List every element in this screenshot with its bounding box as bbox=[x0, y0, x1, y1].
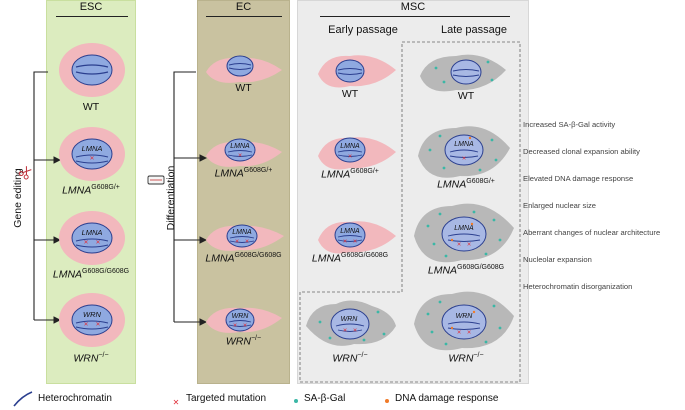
msc-late-label-lmna-hom: LMNAG608G/G608G bbox=[427, 264, 505, 277]
svg-text:LMNA: LMNA bbox=[340, 228, 360, 235]
msc-early-cell-lmna-het: LMNA ✕ bbox=[318, 137, 396, 170]
msc-late-cell-wrn: WRN ✕ ✕ bbox=[414, 291, 514, 351]
ec-header-rule bbox=[206, 16, 282, 17]
svg-text:✕: ✕ bbox=[83, 322, 88, 328]
effect-item: Decreased clonal expansion ability bbox=[523, 147, 640, 156]
svg-text:✕: ✕ bbox=[95, 240, 100, 246]
ec-label-lmna-het: LMNAG608G/+ bbox=[214, 167, 273, 180]
differentiation-arrows bbox=[173, 71, 208, 326]
effect-item: Aberrant changes of nuclear architecture bbox=[523, 228, 661, 237]
svg-text:✕: ✕ bbox=[462, 156, 467, 162]
svg-text:✕: ✕ bbox=[238, 153, 243, 159]
esc-header-rule bbox=[56, 16, 128, 17]
esc-label-wrn: WRN−/− bbox=[73, 352, 109, 365]
svg-text:✕: ✕ bbox=[353, 239, 358, 245]
msc-late-label-lmna-het: LMNAG608G/+ bbox=[437, 178, 495, 191]
msc-header: MSC bbox=[400, 1, 426, 13]
esc-cell-wt bbox=[59, 43, 125, 97]
ec-cell-lmna-hom: LMNA ✕ ✕ bbox=[206, 224, 284, 251]
svg-text:✕: ✕ bbox=[243, 323, 248, 329]
svg-text:✕: ✕ bbox=[343, 239, 348, 245]
svg-text:✕: ✕ bbox=[348, 154, 353, 160]
msc-late-cell-lmna-hom: LMNA ✕ ✕ bbox=[414, 203, 514, 263]
effect-item: Elevated DNA damage response bbox=[523, 174, 634, 183]
cross-legend-icon: ✕ bbox=[173, 398, 180, 407]
effect-item: Heterochromatin disorganization bbox=[523, 282, 633, 291]
late-passage-region bbox=[299, 41, 521, 383]
esc-cell-lmna-hom: LMNA ✕ ✕ bbox=[59, 211, 125, 265]
msc-late-cell-lmna-het: LMNA ✕ bbox=[418, 126, 510, 178]
ec-cell-wrn: WRN ✕ ✕ bbox=[206, 307, 282, 333]
svg-text:✕: ✕ bbox=[89, 156, 94, 162]
effect-item: Nucleolar expansion bbox=[523, 255, 592, 264]
svg-text:LMNA: LMNA bbox=[454, 225, 474, 232]
msc-header-rule bbox=[320, 16, 510, 17]
legend-sa-beta-gal: SA-β-Gal bbox=[304, 393, 346, 404]
svg-text:LMNA: LMNA bbox=[82, 144, 103, 153]
msc-early-cell-wrn: WRN ✕ ✕ bbox=[306, 300, 396, 346]
svg-text:✕: ✕ bbox=[83, 240, 88, 246]
msc-early-label-lmna-het: LMNAG608G/+ bbox=[321, 168, 379, 181]
ec-label-wt: WT bbox=[235, 82, 252, 94]
svg-text:✕: ✕ bbox=[235, 239, 240, 245]
msc-early-label-wt: WT bbox=[341, 88, 359, 100]
svg-text:✕: ✕ bbox=[233, 323, 238, 329]
svg-text:LMNA: LMNA bbox=[230, 143, 250, 150]
svg-text:✕: ✕ bbox=[467, 242, 472, 248]
late-passage-header: Late passage bbox=[440, 24, 508, 36]
svg-text:WRN: WRN bbox=[83, 310, 101, 319]
effect-item: Enlarged nuclear size bbox=[523, 201, 597, 210]
esc-cell-lmna-het: LMNA ✕ bbox=[59, 127, 125, 181]
svg-text:LMNA: LMNA bbox=[340, 143, 360, 150]
effect-item: Increased SA-β-Gal activity bbox=[523, 120, 616, 129]
legend-heterochromatin: Heterochromatin bbox=[38, 393, 112, 404]
esc-label-lmna-het: LMNAG608G/+ bbox=[62, 184, 120, 197]
svg-text:WRN: WRN bbox=[456, 313, 474, 320]
ec-label-lmna-hom: LMNAG608G/G608G bbox=[205, 252, 282, 265]
svg-text:✕: ✕ bbox=[457, 330, 462, 336]
ec-header: EC bbox=[235, 1, 252, 13]
svg-text:✕: ✕ bbox=[343, 328, 348, 334]
damage-legend-icon bbox=[385, 399, 389, 403]
svg-text:✕: ✕ bbox=[95, 322, 100, 328]
dot-legend-icon bbox=[294, 399, 298, 403]
svg-text:✕: ✕ bbox=[245, 239, 250, 245]
legend-dna-damage: DNA damage response bbox=[395, 393, 499, 404]
msc-late-label-wrn: WRN−/− bbox=[448, 352, 484, 365]
msc-late-cell-wt bbox=[420, 54, 506, 92]
culture-dish-icon bbox=[147, 175, 165, 185]
svg-text:WRN: WRN bbox=[341, 316, 359, 323]
esc-label-lmna-hom: LMNAG608G/G608G bbox=[52, 268, 130, 281]
svg-text:✕: ✕ bbox=[457, 242, 462, 248]
esc-label-wt: WT bbox=[82, 101, 100, 113]
msc-early-label-wrn: WRN−/− bbox=[332, 352, 368, 365]
early-passage-header: Early passage bbox=[328, 24, 398, 36]
legend-targeted-mutation: Targeted mutation bbox=[186, 393, 267, 404]
svg-text:LMNA: LMNA bbox=[232, 229, 252, 236]
heterochromatin-legend-icon bbox=[13, 391, 33, 407]
ec-cell-wt bbox=[206, 55, 282, 83]
svg-text:LMNA: LMNA bbox=[82, 228, 103, 237]
esc-cell-wrn: WRN ✕ ✕ bbox=[59, 293, 125, 347]
scissors-icon bbox=[18, 166, 32, 180]
msc-early-cell-wt bbox=[318, 55, 396, 88]
svg-text:WRN: WRN bbox=[232, 313, 250, 320]
ec-label-wrn: WRN−/− bbox=[225, 335, 262, 348]
gene-editing-arrows bbox=[33, 71, 62, 324]
msc-late-label-wt: WT bbox=[457, 90, 475, 102]
svg-text:✕: ✕ bbox=[353, 328, 358, 334]
esc-header: ESC bbox=[79, 1, 103, 13]
msc-early-cell-lmna-hom: LMNA ✕ ✕ bbox=[318, 221, 396, 254]
svg-text:✕: ✕ bbox=[467, 330, 472, 336]
msc-early-label-lmna-hom: LMNAG608G/G608G bbox=[311, 252, 389, 265]
svg-text:LMNA: LMNA bbox=[454, 141, 474, 148]
ec-cell-lmna-het: LMNA ✕ bbox=[206, 138, 282, 167]
